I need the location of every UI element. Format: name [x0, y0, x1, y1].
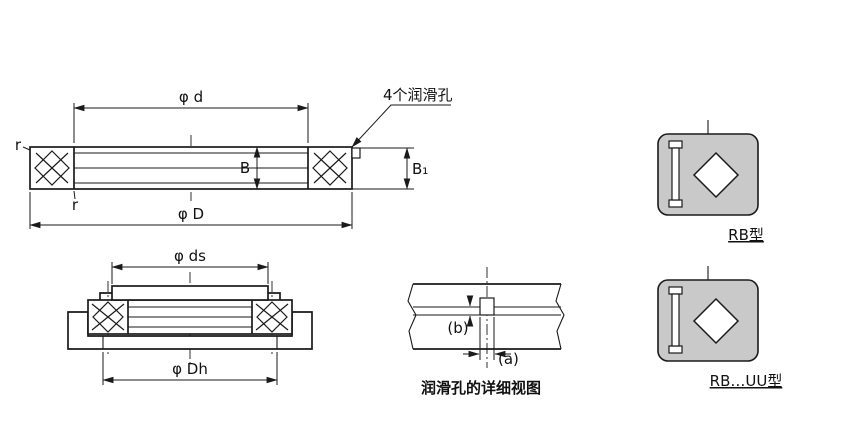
right-roller-section	[312, 150, 348, 186]
dim-a-label: (a)	[498, 350, 519, 368]
main-cross-section: φ d φ D B B₁ r r 4个润滑孔	[15, 86, 453, 229]
break-line-right	[555, 283, 565, 350]
clamp-plate	[111, 285, 269, 301]
rb-type-figure: RB型	[657, 120, 764, 244]
mounting-cross-section: φ ds φ Dh	[67, 247, 313, 385]
rb-roller	[692, 151, 740, 199]
dim-phi-Dh-label: φ Dh	[172, 360, 208, 378]
dim-phi-ds-label: φ ds	[174, 247, 206, 265]
break-line-left	[407, 283, 417, 350]
dim-b-label: (b)	[447, 319, 468, 337]
lube-holes-leader	[351, 104, 451, 148]
rb-fixing-pin	[671, 147, 680, 201]
lube-hole-detail-view: (b) (a) 润滑孔的详细视图	[407, 267, 565, 397]
rb-uu-type-figure: RB…UU型	[657, 266, 783, 390]
lube-hole-feature	[351, 147, 361, 159]
dim-phi-d-label: φ d	[179, 88, 203, 106]
lube-holes-label: 4个润滑孔	[383, 86, 453, 104]
dim-r-bottom-label: r	[72, 196, 79, 214]
dim-B-label: B	[240, 159, 250, 177]
rb-uu-type-caption: RB…UU型	[710, 372, 783, 390]
mount-right-roller-section	[255, 301, 289, 333]
rb-type-caption: RB型	[728, 226, 764, 244]
dim-phi-D-label: φ D	[178, 205, 204, 223]
dim-r-top-label: r	[15, 136, 22, 154]
left-roller-section	[34, 150, 70, 186]
detail-view-caption: 润滑孔的详细视图	[421, 379, 541, 397]
rb-uu-roller	[692, 297, 740, 345]
dim-B1-label: B₁	[412, 160, 428, 178]
lube-hole	[479, 297, 495, 316]
mount-left-roller-section	[91, 301, 125, 333]
rb-uu-fixing-pin	[671, 293, 680, 347]
